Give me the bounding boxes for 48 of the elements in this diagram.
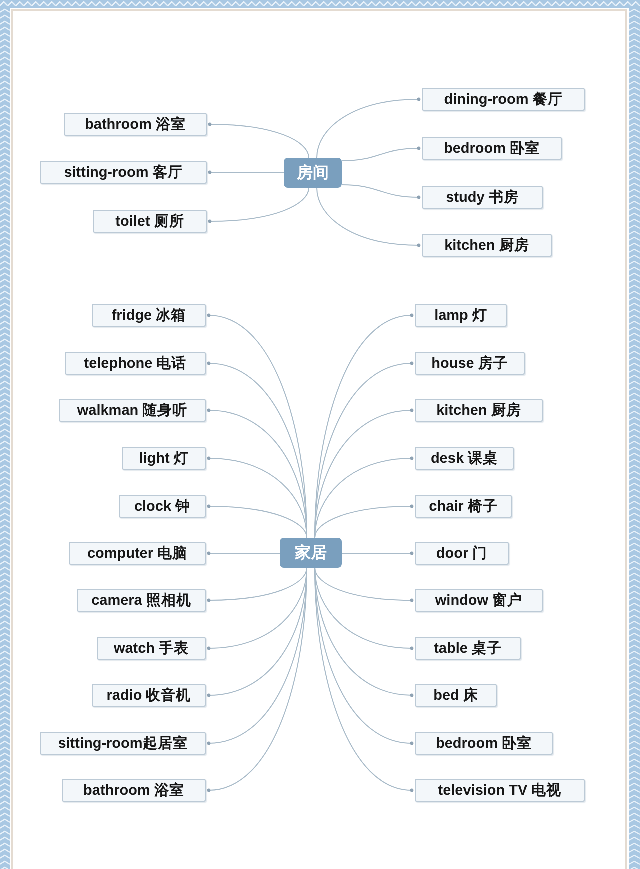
topic-box: computer 电脑	[69, 542, 206, 565]
topic-box: lamp 灯	[415, 304, 507, 327]
topic-box: desk 课桌	[415, 447, 514, 470]
connector-line	[314, 568, 414, 602]
topic-box: bed 床	[415, 684, 497, 707]
topic-box: telephone 电话	[65, 352, 206, 375]
connector-line	[207, 504, 308, 538]
topic-box: window 窗户	[415, 589, 543, 612]
topic-box: kitchen 厨房	[415, 399, 543, 422]
connector-line	[207, 456, 308, 538]
topic-box: television TV 电视	[415, 779, 585, 802]
topic-box: clock 钟	[119, 495, 206, 518]
connector-line	[207, 568, 308, 792]
connector-line	[208, 170, 284, 174]
topic-box: sitting-room起居室	[40, 732, 206, 755]
central-topic-box: 房间	[284, 158, 342, 188]
connector-line	[316, 98, 421, 158]
connector-line	[208, 122, 310, 158]
topic-box: table 桌子	[415, 637, 521, 660]
topic-box: dining-room 餐厅	[422, 88, 585, 111]
topic-box: fridge 冰箱	[92, 304, 206, 327]
topic-box: sitting-room 客厅	[40, 161, 207, 184]
topic-box: house 房子	[415, 352, 525, 375]
topic-box: bedroom 卧室	[422, 137, 562, 160]
connector-line	[314, 568, 414, 792]
topic-box: bathroom 浴室	[64, 113, 207, 136]
topic-box: bedroom 卧室	[415, 732, 553, 755]
topic-box: chair 椅子	[415, 495, 512, 518]
topic-box: bathroom 浴室	[62, 779, 206, 802]
connector-line	[316, 188, 421, 248]
topic-box: kitchen 厨房	[422, 234, 552, 257]
topic-box: watch 手表	[97, 637, 206, 660]
topic-box: walkman 随身听	[59, 399, 206, 422]
connector-line	[208, 188, 310, 224]
topic-box: camera 照相机	[77, 589, 206, 612]
connector-line	[342, 146, 421, 162]
topic-box: door 门	[415, 542, 509, 565]
connector-line	[314, 504, 414, 538]
connector-line	[207, 552, 280, 556]
topic-box: radio 收音机	[92, 684, 206, 707]
topic-box: study 书房	[422, 186, 543, 209]
connector-line	[207, 568, 308, 602]
connector-line	[342, 184, 421, 200]
topic-box: light 灯	[122, 447, 206, 470]
connector-line	[314, 456, 414, 538]
topic-box: toilet 厕所	[93, 210, 207, 233]
connector-line	[342, 552, 414, 556]
central-topic-box: 家居	[280, 538, 342, 568]
